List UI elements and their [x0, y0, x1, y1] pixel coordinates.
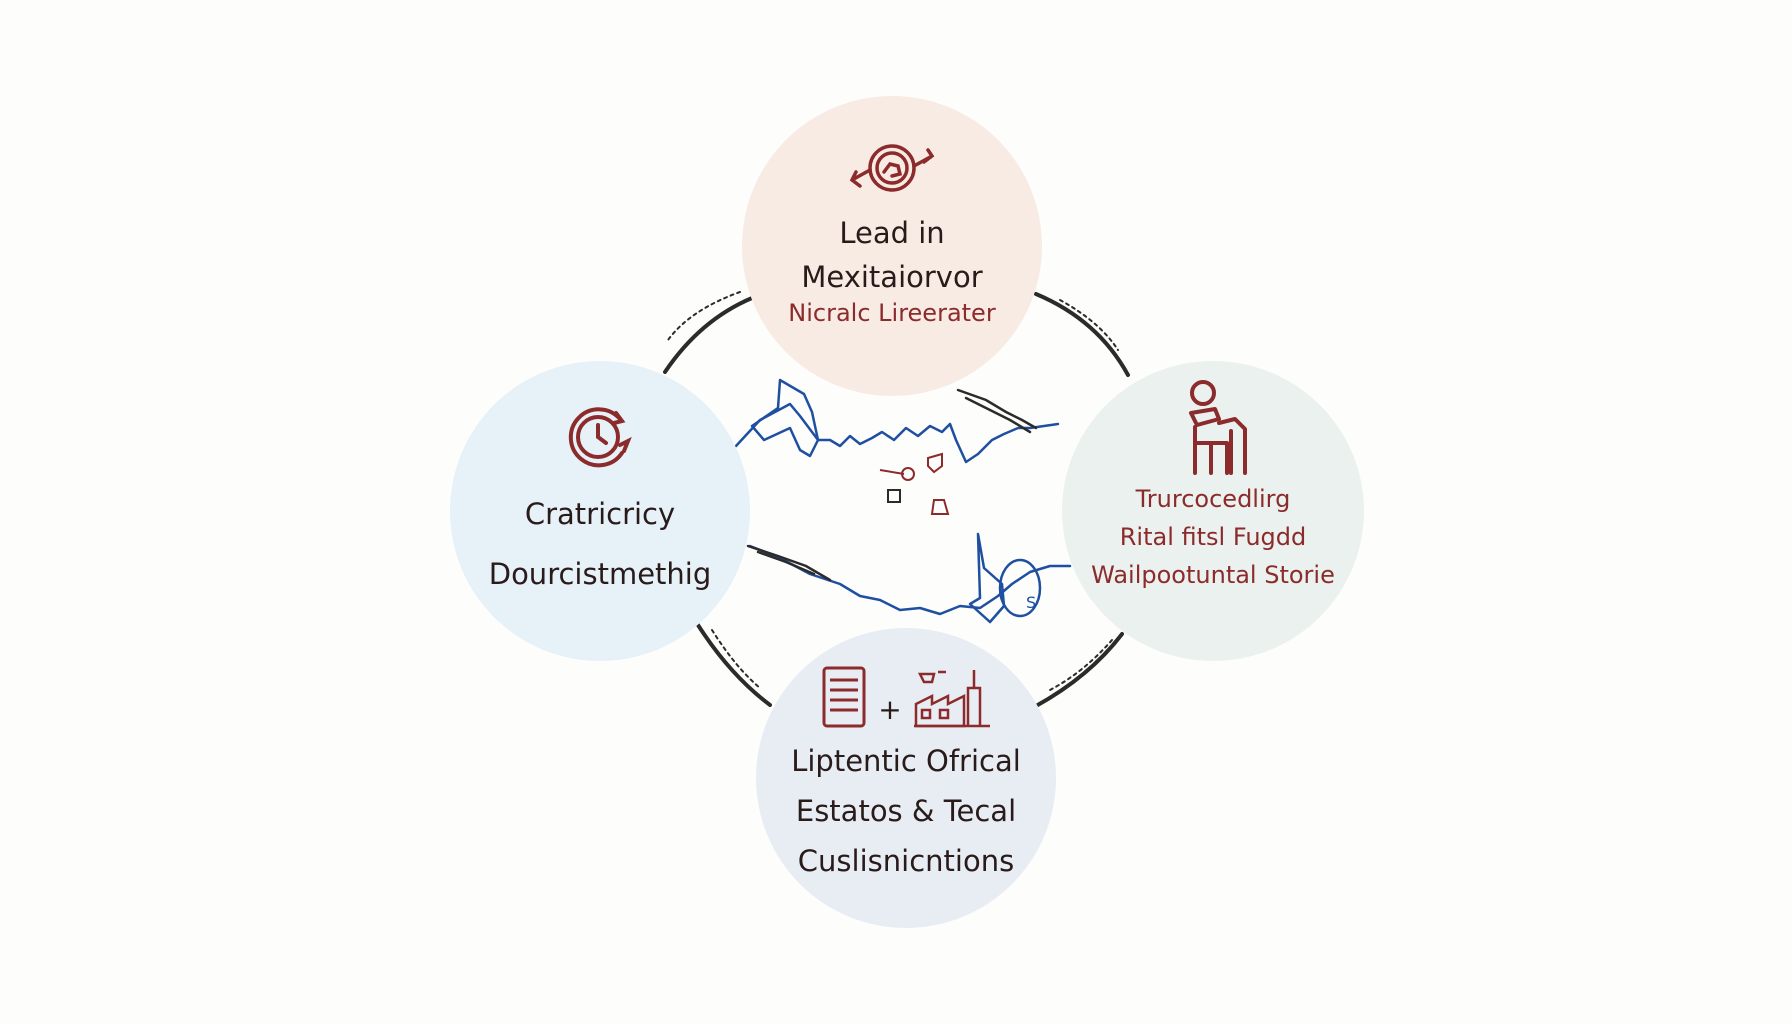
node-bottom-title-line-1: Liptentic Ofrical [791, 744, 1021, 778]
node-right-line-3: Wailpootuntal Storie [1091, 561, 1335, 589]
bell-icon [930, 499, 950, 515]
connector-top-right [1034, 292, 1130, 377]
coin-symbol: S [1026, 593, 1036, 612]
node-right: Trurcocedlirg Rital fitsl Fugdd Wailpoot… [1062, 361, 1364, 661]
connector-right-bottom [1034, 632, 1124, 708]
shield-small-icon [927, 452, 943, 474]
node-top-subtitle: Nicralc Lireerater [788, 299, 996, 327]
node-right-line-2: Rital fitsl Fugdd [1119, 523, 1307, 551]
node-left-title-line-2: Dourcistmethig [488, 557, 712, 591]
hatch-lower-left-2 [756, 550, 816, 576]
document-plus-factory-icon: + [820, 664, 991, 730]
node-left: Cratricricy Dourcistmethig [450, 361, 750, 661]
node-top-title-line-2: Mexitaiorvor [801, 260, 983, 294]
key-icon [879, 467, 916, 481]
document-icon [822, 666, 866, 728]
center-small-icons [879, 452, 950, 515]
connector-top-right-hatch [1059, 299, 1119, 351]
center-sketch [734, 378, 1072, 624]
coin-outline [998, 558, 1042, 618]
node-bottom: + Liptentic Ofrical Estatos & Tecal Cusl… [756, 628, 1056, 928]
sketch-hatching [746, 388, 1038, 582]
node-bottom-title-line-2: Estatos & Tecal [795, 794, 1017, 828]
upper-blue-line [734, 402, 1060, 464]
lower-blue-line [748, 544, 1072, 616]
node-top-title-line-1: Lead in [839, 216, 945, 250]
node-left-title-line-1: Cratricricy [524, 497, 676, 531]
connector-left-bottom [696, 623, 772, 707]
hatch-lower-left [746, 544, 832, 582]
person-at-desk-icon [1189, 380, 1247, 475]
seal-icon [849, 144, 935, 192]
hatch-upper-right [956, 388, 1038, 430]
connector-top-left [663, 296, 754, 374]
map-marker-shape [750, 378, 820, 458]
factory-icon [913, 670, 990, 728]
node-bottom-title-line-3: Cuslisnicntions [797, 844, 1015, 878]
plus-symbol: + [878, 693, 902, 726]
location-pin-shape [968, 532, 1006, 624]
hatch-upper-right-2 [964, 396, 1032, 434]
connector-right-bottom-hatch [1049, 639, 1113, 691]
node-top: Lead in Mexitaiorvor Nicralc Lireerater [742, 96, 1042, 396]
connector-top-left-hatch [667, 291, 741, 341]
clock-icon [568, 407, 632, 468]
connector-arcs [663, 291, 1130, 708]
square-icon [887, 489, 901, 503]
connector-left-bottom-hatch [711, 629, 761, 689]
node-right-line-1: Trurcocedlirg [1135, 485, 1291, 513]
